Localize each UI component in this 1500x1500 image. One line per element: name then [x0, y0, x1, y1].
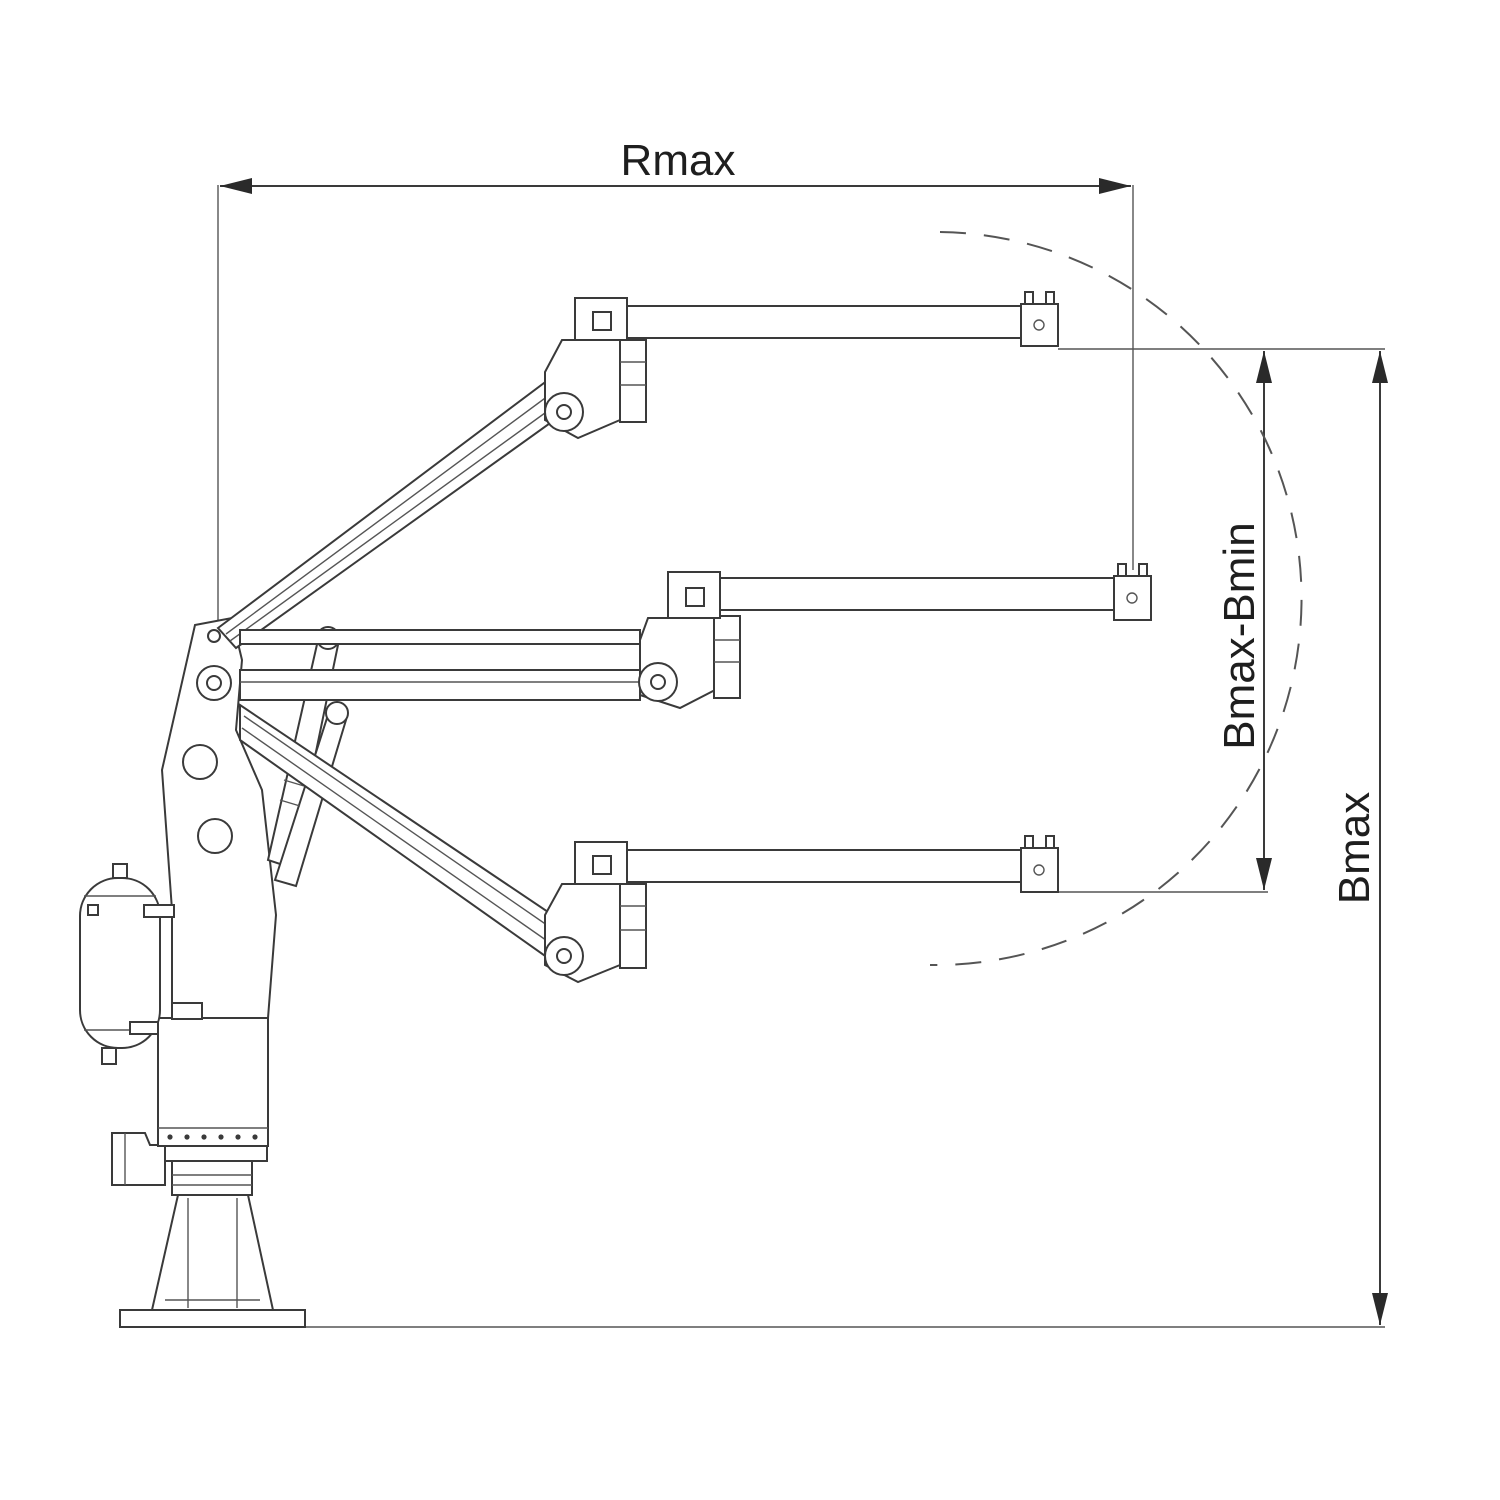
- rmax-label: Rmax: [621, 136, 736, 185]
- base-pedestal: [111, 1132, 306, 1328]
- dimension-bmax: Bmax: [305, 351, 1388, 1328]
- dimension-bmax-bmin: Bmax-Bmin: [1058, 348, 1385, 893]
- arm-position-top: [216, 291, 1059, 650]
- end-flange-middle: [1113, 575, 1152, 621]
- dimension-rmax: Rmax: [217, 136, 1134, 630]
- air-tank: [79, 863, 175, 1065]
- arm-position-middle: [239, 563, 1152, 710]
- main-pivot-top: [207, 629, 221, 643]
- upper-arm-middle: [239, 669, 641, 701]
- elbow-motor-bottom: [574, 841, 628, 885]
- bmax-label: Bmax: [1330, 792, 1379, 904]
- column-hole-lower: [197, 818, 233, 854]
- forearm-bottom: [626, 849, 1026, 883]
- column-body: [160, 616, 278, 1019]
- base-plate: [119, 1309, 306, 1328]
- upper-arm-middle-rail: [239, 629, 641, 645]
- column-hole-upper: [182, 744, 218, 780]
- forearm-middle: [719, 577, 1119, 611]
- housing-bolts: [167, 1134, 258, 1140]
- column: [157, 616, 278, 1147]
- arm-position-bottom: [239, 703, 1059, 984]
- elbow-valves-top: [619, 339, 647, 423]
- column-lower-housing: [157, 1017, 269, 1147]
- swivel-ring: [161, 1144, 268, 1162]
- pedestal-frame: [150, 1194, 275, 1311]
- elbow-valves-bottom: [619, 883, 647, 969]
- end-flange-bottom: [1020, 847, 1059, 893]
- bmax-bmin-label: Bmax-Bmin: [1215, 522, 1264, 749]
- slew-bearing: [171, 1159, 253, 1196]
- forearm-top: [626, 305, 1026, 339]
- reach-envelope-arc: [929, 231, 1303, 967]
- end-flange-top: [1020, 303, 1059, 347]
- elbow-valves-middle: [713, 615, 741, 699]
